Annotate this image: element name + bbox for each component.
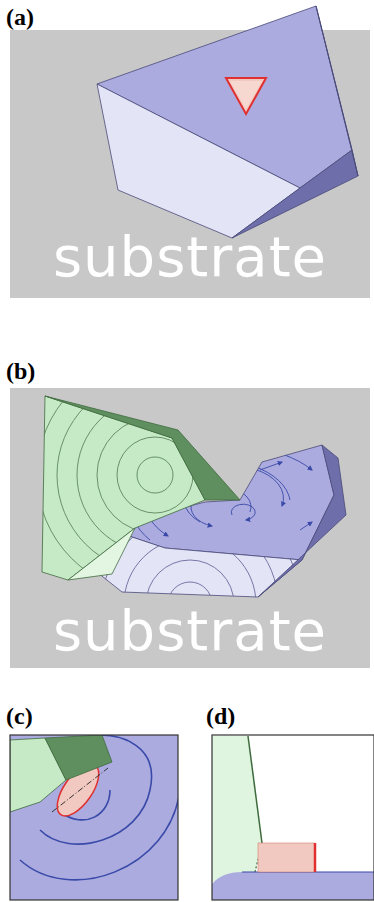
- nucleus-inner: [230, 81, 262, 109]
- substrate-label: substrate: [10, 226, 370, 288]
- panel-b: [10, 357, 370, 714]
- panel-d: [212, 735, 374, 900]
- panel-label: (c): [6, 703, 33, 729]
- substrate-section: [212, 872, 374, 900]
- substrate-label: substrate: [10, 600, 370, 662]
- crystal-side-face: [258, 445, 346, 597]
- zoom-frame: [10, 735, 178, 900]
- section-ground: [212, 735, 374, 900]
- grain-section: [212, 736, 262, 882]
- zoom-content: [10, 735, 178, 880]
- crystal-edge-face: [316, 6, 358, 176]
- panel-label: (b): [6, 358, 35, 384]
- panel-c: [10, 735, 180, 900]
- grain-edge: [248, 736, 262, 843]
- grain-contours: [37, 357, 273, 593]
- grain-lower-face: [68, 528, 135, 580]
- nucleus-layer: [258, 843, 315, 872]
- section-line: [52, 768, 108, 812]
- panel-a: [10, 6, 370, 298]
- section-content: [212, 736, 374, 900]
- crystal-side-face: [232, 150, 358, 238]
- grain-side-face: [45, 396, 240, 500]
- panel-label: (d): [206, 703, 235, 729]
- section-frame: [212, 735, 374, 900]
- zoom-ground: [10, 735, 178, 900]
- nucleus-triangle: [226, 78, 266, 114]
- panel-label: (a): [6, 4, 34, 30]
- step-edge: [314, 843, 317, 872]
- substrate-ground: [10, 388, 370, 668]
